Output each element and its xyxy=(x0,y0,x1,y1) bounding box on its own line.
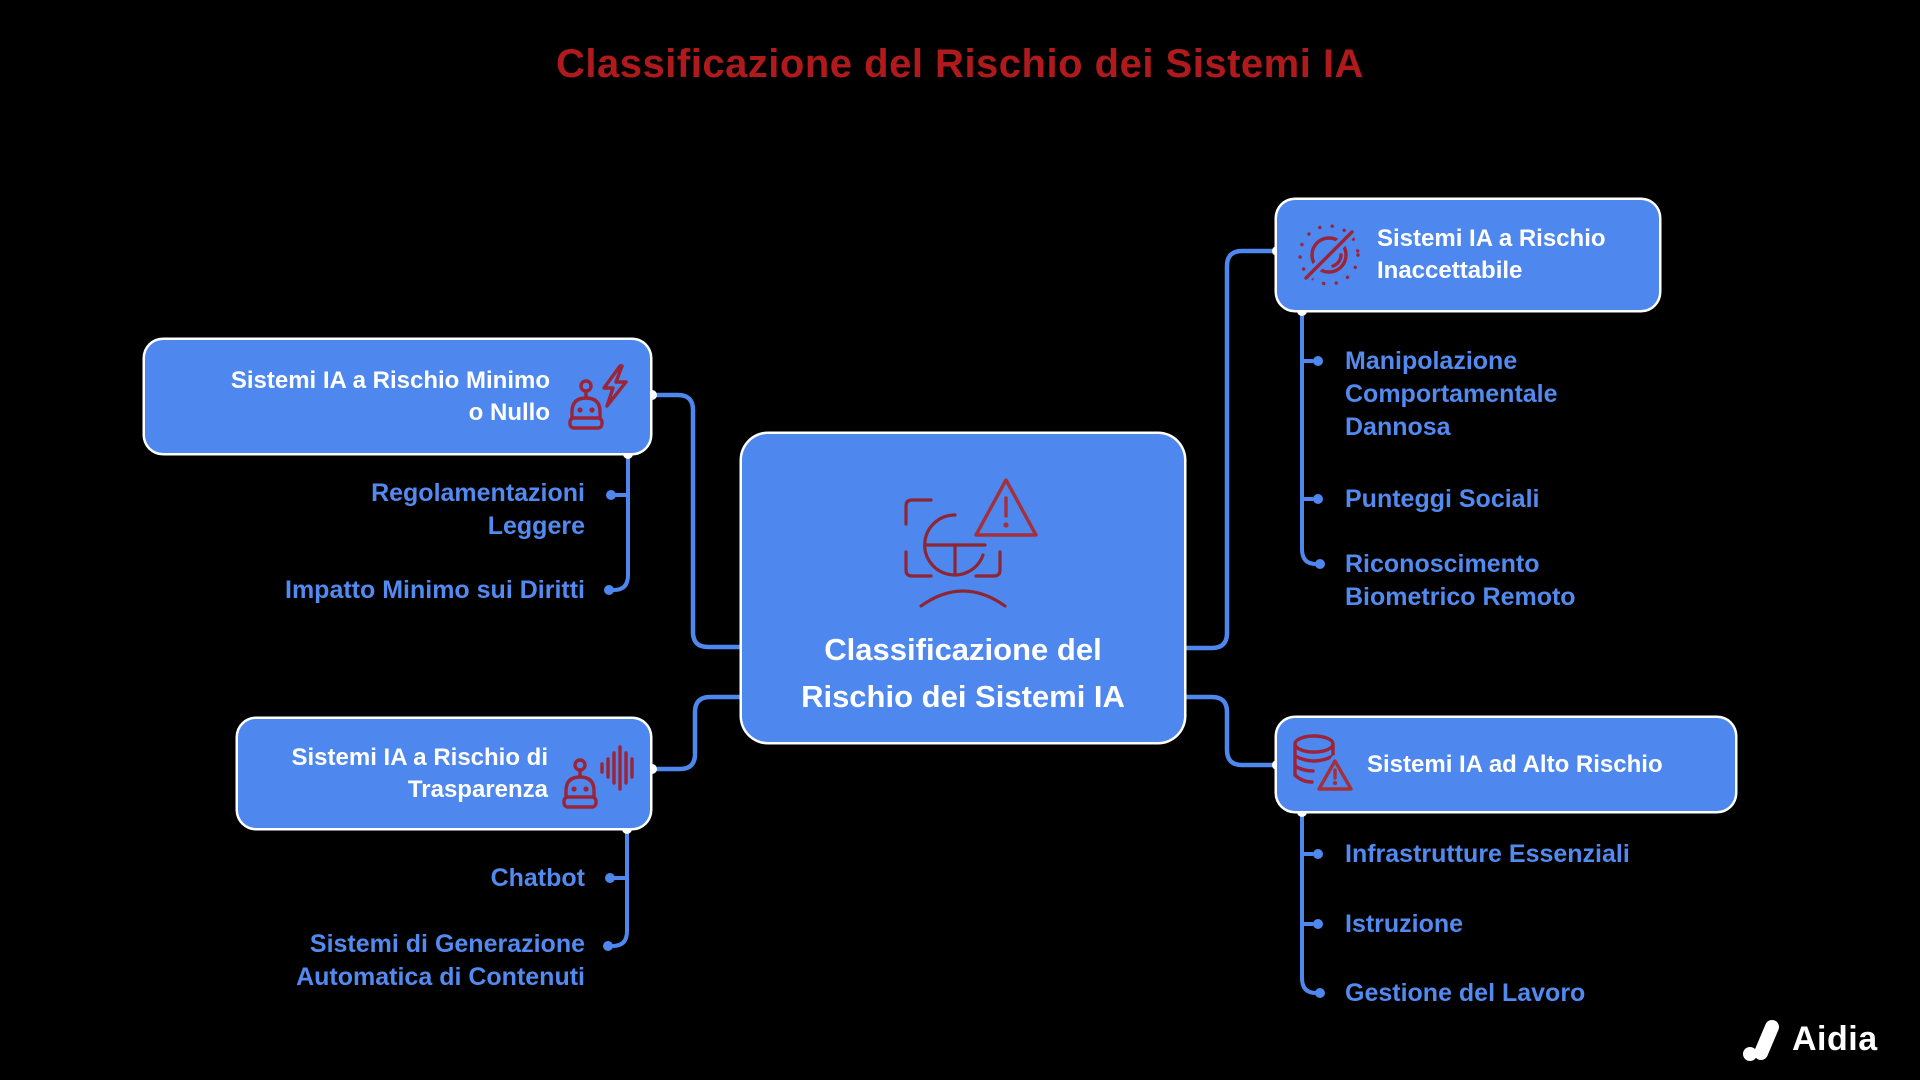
leaf-item-punteggi-sociali: Punteggi Sociali xyxy=(1345,485,1540,513)
node-risk-transparency: Sistemi IA a Rischio di Trasparenza xyxy=(238,719,650,828)
aidia-logo-text: Aidia xyxy=(1792,1019,1878,1058)
page-title: Classificazione del Rischio dei Sistemi … xyxy=(556,42,1364,86)
connector-center-to-high xyxy=(1182,694,1279,768)
connector-center-to-transparency xyxy=(650,694,743,772)
robot-voice-icon xyxy=(558,737,638,811)
aidia-logo-mark-icon xyxy=(1742,1016,1780,1062)
node-label: Sistemi IA a Rischio di Trasparenza xyxy=(291,743,548,803)
leaf-item-regolamentazioni-leggere: Regolamentazioni Leggere xyxy=(371,479,585,540)
node-label: Classificazione del Rischio dei Sistemi … xyxy=(801,632,1125,714)
branch-end-dots xyxy=(603,356,1325,998)
connector-center-to-unacceptable xyxy=(1182,248,1279,651)
database-warning-icon xyxy=(1289,733,1355,797)
leaf-item-infrastrutture: Infrastrutture Essenziali xyxy=(1345,840,1630,868)
node-label: Sistemi IA a Rischio Minimo o Nullo xyxy=(230,366,550,426)
surveillance-off-icon xyxy=(1293,219,1365,291)
node-label: Sistemi IA a Rischio Inaccettabile xyxy=(1377,225,1606,284)
leaf-item-gestione-lavoro: Gestione del Lavoro xyxy=(1345,979,1586,1007)
leaf-item-manipolazione: Manipolazione Comportamentale Dannosa xyxy=(1345,347,1558,441)
leaf-item-riconoscimento-biometrico: Riconoscimento Biometrico Remoto xyxy=(1345,550,1576,611)
node-risk-high: Sistemi IA ad Alto Rischio xyxy=(1277,718,1735,811)
connector-high-items xyxy=(1300,809,1318,995)
node-risk-minimal: Sistemi IA a Rischio Minimo o Nullo xyxy=(145,340,650,453)
node-label: Sistemi IA ad Alto Rischio xyxy=(1367,750,1663,778)
robot-lightning-icon xyxy=(562,360,636,434)
aidia-logo: Aidia xyxy=(1742,1016,1878,1062)
connector-transparency-items xyxy=(611,828,629,948)
connector-minimal-items xyxy=(612,453,630,592)
leaf-item-impatto-minimo: Impatto Minimo sui Diritti xyxy=(285,576,585,604)
leaf-item-istruzione: Istruzione xyxy=(1345,910,1464,938)
face-scan-warning-icon xyxy=(873,460,1053,620)
connector-unacceptable-items xyxy=(1300,308,1318,566)
node-central: Classificazione del Rischio dei Sistemi … xyxy=(742,434,1184,742)
leaf-item-generazione-contenuti: Sistemi di Generazione Automatica di Con… xyxy=(296,930,585,991)
leaf-item-chatbot: Chatbot xyxy=(490,864,585,892)
node-risk-unacceptable: Sistemi IA a Rischio Inaccettabile xyxy=(1277,200,1659,310)
connector-minimal-to-center xyxy=(649,392,743,650)
